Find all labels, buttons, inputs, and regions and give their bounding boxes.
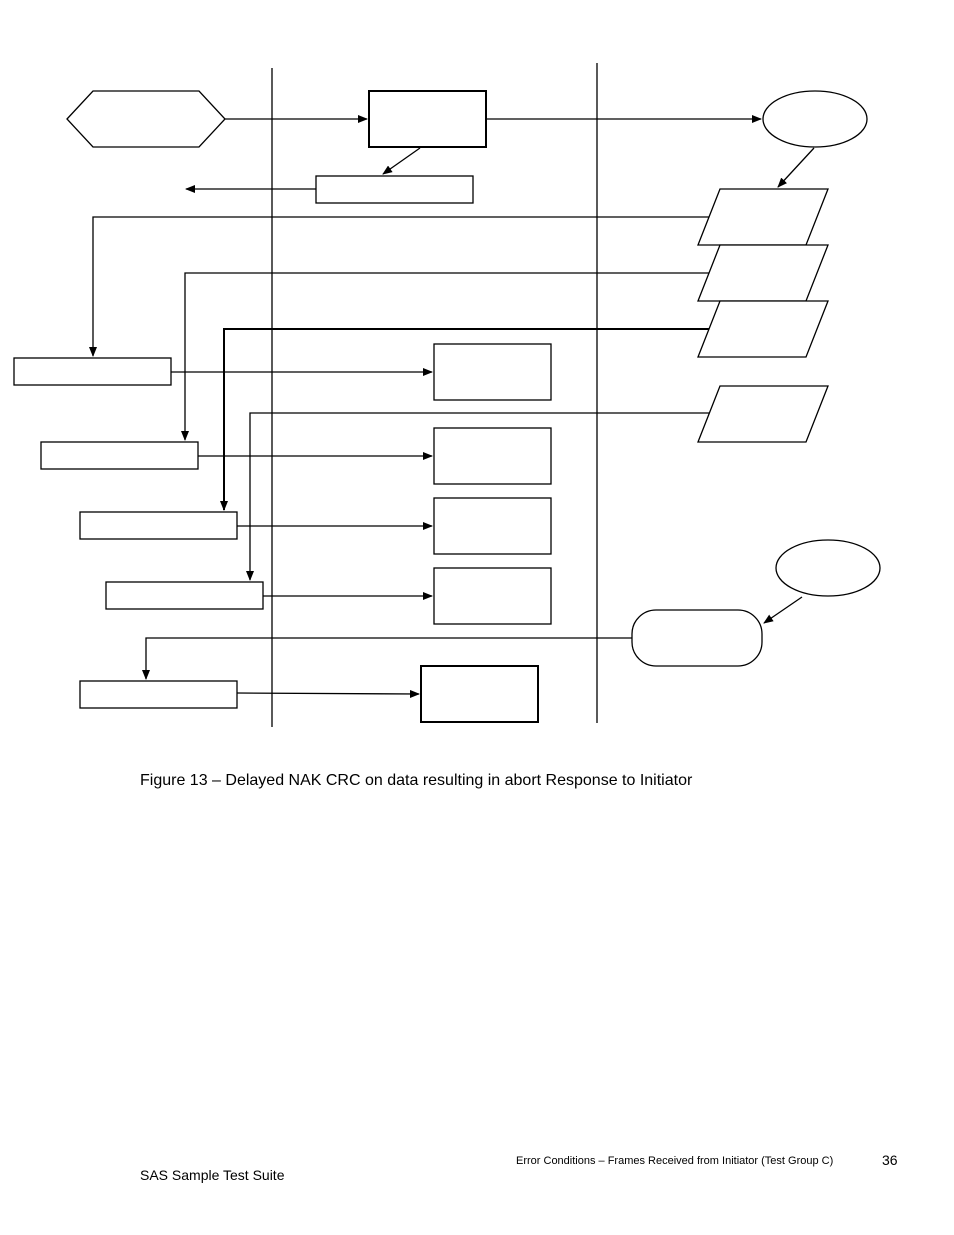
data-parallelogram-2 [697, 244, 829, 302]
page-number: 36 [882, 1152, 898, 1168]
bottom-ellipse [775, 539, 881, 597]
connector-parallelogram-3-to-left-box-3 [220, 328, 709, 511]
center-box-1 [433, 343, 552, 401]
center-box-5 [420, 665, 539, 723]
status-label-box [315, 175, 474, 204]
center-box-2 [433, 427, 552, 485]
connector-rounded-to-left-box-5 [142, 637, 632, 680]
connector-ellipse-to-parallelogram [777, 147, 815, 188]
left-box-1 [13, 357, 172, 386]
footer-document-title: SAS Sample Test Suite [140, 1167, 285, 1183]
connector-bottom-ellipse-to-rounded [763, 596, 803, 624]
data-parallelogram-1 [697, 188, 829, 246]
center-box-4 [433, 567, 552, 625]
left-box-2 [40, 441, 199, 470]
start-hexagon [66, 90, 226, 148]
connector-parallelogram-1-to-left-box-1 [89, 216, 709, 357]
left-box-5 [79, 680, 238, 709]
connector-parallelogram-4-to-left-box-4 [246, 412, 709, 581]
data-parallelogram-3 [697, 300, 829, 358]
footer-section-title: Error Conditions – Frames Received from … [516, 1155, 834, 1167]
flow-diagram [13, 63, 881, 727]
top-ellipse [762, 90, 868, 148]
connector-box-to-label [382, 147, 421, 175]
connector-left-5-to-center-5 [236, 689, 420, 698]
left-box-4 [105, 581, 264, 610]
connector-parallelogram-2-to-left-box-2 [181, 272, 709, 441]
data-parallelogram-4 [697, 385, 829, 443]
rounded-terminal-box [631, 609, 763, 667]
figure-caption: Figure 13 – Delayed NAK CRC on data resu… [140, 772, 693, 789]
center-box-3 [433, 497, 552, 555]
top-process-box [368, 90, 487, 148]
left-box-3 [79, 511, 238, 540]
